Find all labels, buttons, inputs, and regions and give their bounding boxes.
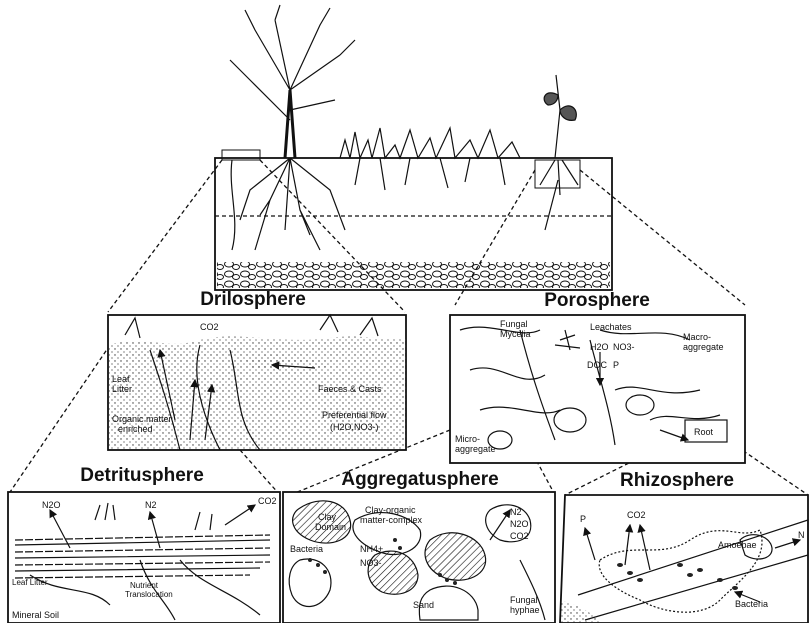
detritus-n2o-label: N2O [42,500,61,510]
rhizo-p-label: P [580,514,586,524]
rhizo-amoebae-label: Amoebae [718,540,757,550]
rhizosphere-panel: P CO2 Amoebae N Bacteria [560,495,808,623]
rhizo-bacteria-label: Bacteria [735,599,768,609]
agg-sand-label: Sand [413,600,434,610]
poro-macro-label-2: aggregate [683,342,724,352]
drilo-faeces-label: Faeces & Casts [318,384,382,394]
detritus-co2-label: CO2 [258,496,277,506]
agg-bacteria-label: Bacteria [290,544,323,554]
poro-micro-label-2: aggregate [455,444,496,454]
landscape-block [215,5,612,290]
agg-no3-label: NO3- [360,558,382,568]
poro-root-label: Root [694,427,714,437]
poro-macro-label-1: Macro- [683,332,711,342]
agg-co2-label: CO2 [510,531,529,541]
drilo-preferential-label-1: Preferential flow [322,410,387,420]
agg-n2-label: N2 [510,507,522,517]
detritus-leaf-label: Leaf Litter [12,578,48,587]
porosphere-panel: Fungal Mycelia Leachates H2O NO3- DOC P … [450,315,745,463]
rhizosphere-title: Rhizosphere [620,470,734,491]
aggregatusphere-title: Aggregatusphere [341,469,498,490]
agg-n2o-label: N2O [510,519,529,529]
drilo-preferential-label-2: (H2O,NO3-) [330,422,379,432]
detritus-n2-label: N2 [145,500,157,510]
detritus-mineral-label: Mineral Soil [12,610,59,620]
poro-no3-label: NO3- [613,342,635,352]
drilo-leaf-label-1: Leaf [112,374,130,384]
detritus-nutrient-label-2: Translocation [125,590,173,599]
detritusphere-title: Detritusphere [80,465,204,486]
drilo-co2-label: CO2 [200,322,219,332]
drilo-organic-label-2: enriched [118,424,153,434]
drilo-organic-label-1: Organic matter [112,414,172,424]
poro-fungal-label-2: Mycelia [500,329,531,339]
poro-micro-label-1: Micro- [455,434,480,444]
rhizo-n-label: N [798,530,805,540]
agg-nh4-label: NH4+ [360,544,383,554]
drilo-leaf-label-2: Litter [112,384,132,394]
agg-fungal-label-2: hyphae [510,605,540,615]
poro-h2o-label: H2O [590,342,609,352]
poro-p-label: P [613,360,619,370]
agg-clay-organic-label-2: matter-complex [360,515,423,525]
poro-leachates-label: Leachates [590,322,632,332]
detritusphere-panel: N2O N2 CO2 Leaf Litter Nutrient Transloc… [8,492,280,623]
drilosphere-title: Drilosphere [200,289,306,310]
detritus-nutrient-label-1: Nutrient [130,581,159,590]
agg-clay-domain-label-1: Clay [318,512,337,522]
poro-doc-label: DOC [587,360,608,370]
poro-fungal-label-1: Fungal [500,319,528,329]
drilosphere-panel: CO2 Leaf Litter Organic matter enriched … [108,315,406,450]
porosphere-title: Porosphere [544,290,650,311]
agg-fungal-label-1: Fungal [510,595,538,605]
agg-clay-organic-label-1: Clay-organic [365,505,416,515]
rhizo-co2-label: CO2 [627,510,646,520]
aggregatusphere-panel: Clay Domain Clay-organic matter-complex … [283,492,555,623]
agg-clay-domain-label-2: Domain [315,522,346,532]
